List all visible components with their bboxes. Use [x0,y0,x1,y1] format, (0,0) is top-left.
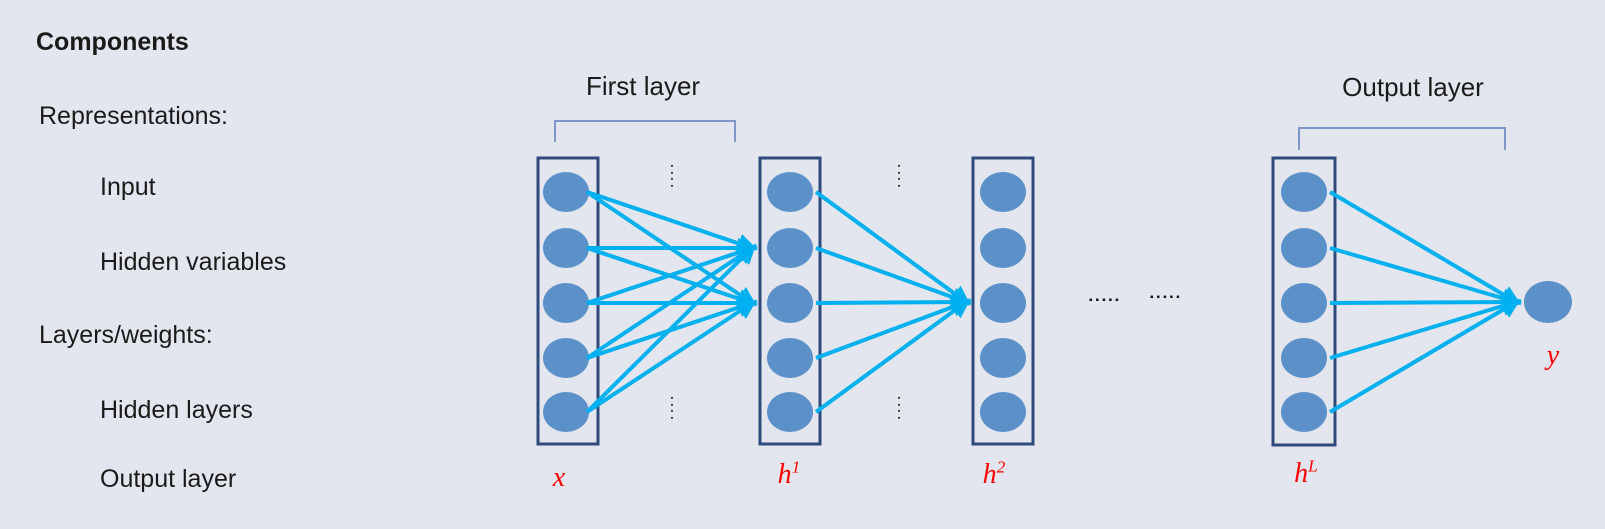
h1-layer-label: h1 [777,457,801,490]
output-node [1524,281,1572,323]
neuron-node [543,338,589,378]
weight-arrow [815,246,972,307]
hL-layer-label: hL [1294,456,1318,489]
first-layer-caption: First layer [585,71,701,101]
neuron-node [1281,228,1327,268]
hL-label-base: h [1294,458,1309,489]
h2-column-nodes [980,172,1026,432]
weight-arrow [814,298,971,414]
neuron-node [1281,338,1327,378]
weight-arrow [586,190,758,253]
output-layer-bracket [1298,127,1506,150]
h1-label-base: h [777,459,792,490]
weights-x-to-h1 [585,190,758,414]
h2-label-base: h [982,459,997,490]
horizontal-ellipsis: ▪▪▪▪▪ [1150,292,1183,303]
horizontal-ellipsis: ▪▪▪▪▪ [1089,295,1122,306]
first-layer-bracket [554,120,736,142]
weight-arrow [814,190,971,306]
weight-arrow [1329,292,1522,313]
label-hidden-variables: Hidden variables [100,248,287,276]
label-input: Input [100,173,156,201]
vertical-ellipsis: ▪ ▪ ▪ ▪ [897,163,901,190]
neuron-node [980,283,1026,323]
neuron-node [980,228,1026,268]
neuron-node [767,338,813,378]
neuron-node [980,392,1026,432]
label-hidden-layers: Hidden layers [100,396,253,424]
slide-title: Components [36,28,189,56]
neuron-node [767,228,813,268]
neuron-node [767,392,813,432]
neuron-node [767,283,813,323]
weight-arrow [586,297,758,360]
weight-arrow [1329,246,1522,308]
weights-h1-to-h2 [814,190,972,414]
output-layer-caption: Output layer [1342,72,1484,102]
vertical-ellipsis: ▪ ▪ ▪ ▪ [670,395,674,422]
label-layers-weights: Layers/weights: [39,321,213,349]
hL-column-nodes [1281,172,1327,432]
y-label-base: y [1546,340,1560,371]
h1-label-sup: 1 [791,457,801,477]
weight-arrow [585,190,757,307]
vertical-ellipsis: ▪ ▪ ▪ ▪ [670,163,674,190]
weight-arrow [1328,298,1522,414]
x-label-base: x [552,462,566,493]
neuron-node [980,338,1026,378]
neuron-node [543,283,589,323]
neuron-node [1281,172,1327,212]
x-layer-label: x [553,464,565,492]
vertical-ellipsis: ▪ ▪ ▪ ▪ [897,395,901,422]
h2-layer-label: h2 [982,457,1006,490]
weight-arrow [1329,296,1522,360]
weight-arrow [815,297,972,360]
y-output-label: y [1547,342,1559,370]
neuron-node [767,172,813,212]
h1-column-nodes [767,172,813,432]
label-output-layer: Output layer [100,465,237,493]
h2-label-sup: 2 [996,457,1006,477]
weights-hL-to-y [1328,190,1522,414]
neuron-node [1281,283,1327,323]
weight-arrow [586,246,758,309]
hL-label-sup: L [1308,456,1318,476]
neuron-node [543,228,589,268]
input-column-nodes [543,172,589,432]
weight-arrow [815,292,972,313]
neuron-node [543,172,589,212]
h2-layer-frame [971,156,1035,446]
label-representations: Representations: [39,102,229,130]
neuron-node [1281,392,1327,432]
neuron-node [980,172,1026,212]
weight-arrow [585,299,758,414]
weight-arrow [1328,190,1522,306]
neuron-node [543,392,589,432]
